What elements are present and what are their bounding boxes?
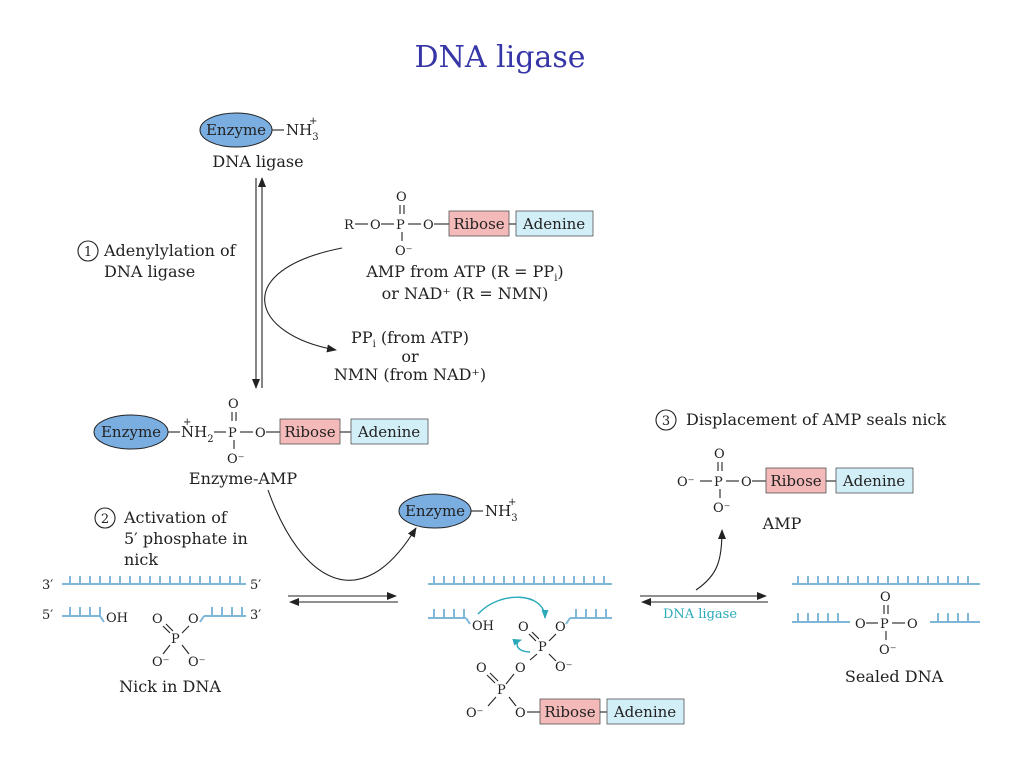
svg-text:O⁻: O⁻ [227, 452, 245, 467]
svg-text:Adenylylation of: Adenylylation of [103, 241, 237, 260]
nick-caption: Nick in DNA [119, 677, 221, 696]
svg-text:P: P [171, 632, 180, 647]
svg-text:5′: 5′ [42, 608, 53, 623]
dna-ligase-caption: DNA ligase [212, 152, 303, 171]
svg-text:O⁻: O⁻ [713, 501, 731, 516]
svg-text:Adenine: Adenine [613, 703, 676, 721]
svg-text:O: O [515, 706, 526, 721]
svg-text:O: O [255, 426, 266, 441]
svg-text:OH: OH [106, 611, 128, 626]
amp-donor: R O P O O⁻ O Ribose Adenine AMP from ATP… [344, 190, 594, 303]
svg-text:Ribose: Ribose [453, 215, 504, 233]
byproduct-label: PPi (from ATP) or NMN (from NAD⁺) [334, 328, 486, 384]
svg-text:O: O [188, 612, 199, 627]
svg-text:O: O [714, 447, 725, 462]
svg-text:P: P [228, 426, 237, 441]
svg-text:Adenine: Adenine [522, 215, 585, 233]
svg-text:P: P [396, 218, 405, 233]
svg-text:3: 3 [662, 414, 670, 429]
amp-product: O⁻ P O O⁻ O Ribose Adenine AMP [677, 447, 914, 533]
svg-text:OH: OH [472, 619, 494, 634]
svg-text:O: O [555, 620, 566, 635]
nick-dna: 3′ 5′ 5′ 3′ OH O O P O⁻ [42, 576, 261, 696]
svg-text:O: O [855, 617, 866, 632]
ribose-box [448, 210, 510, 237]
nh3-charge: + [309, 116, 317, 127]
svg-text:O: O [518, 620, 529, 635]
enzyme-amp-group: Enzyme NH2 + P O O⁻ O Ribose Adenine Enz… [93, 397, 429, 488]
svg-text:O⁻: O⁻ [188, 655, 206, 670]
svg-text:Adenine: Adenine [842, 472, 905, 490]
activation-curve-arrow [267, 489, 417, 581]
svg-text:3′: 3′ [250, 608, 261, 623]
svg-text:5′ phosphate in: 5′ phosphate in [124, 529, 248, 548]
svg-text:P: P [714, 475, 723, 490]
top-enzyme-group: Enzyme NH3 + DNA ligase [199, 112, 319, 171]
svg-text:O⁻: O⁻ [879, 643, 897, 658]
svg-text:2: 2 [101, 512, 109, 527]
svg-text:P: P [538, 640, 547, 655]
svg-text:P: P [497, 683, 506, 698]
svg-text:Ribose: Ribose [770, 472, 821, 490]
svg-text:NMN (from NAD⁺): NMN (from NAD⁺) [334, 365, 486, 384]
step3-label: 3 Displacement of AMP seals nick [655, 409, 946, 431]
enzyme-amp-caption: Enzyme-AMP [189, 469, 297, 488]
svg-text:3′: 3′ [42, 578, 53, 593]
svg-text:nick: nick [124, 550, 158, 569]
svg-text:O: O [476, 661, 487, 676]
adenylylation-curve-arrow [264, 247, 343, 353]
adenine-box [515, 210, 594, 237]
released-enzyme-group: Enzyme NH3 + [398, 493, 518, 529]
svg-text:Adenine: Adenine [357, 423, 420, 441]
page-title: DNA ligase [415, 40, 586, 75]
svg-text:+: + [508, 497, 516, 508]
svg-text:O: O [741, 475, 752, 490]
dna-ligase-arrow-label: DNA ligase [663, 607, 737, 622]
svg-text:O: O [152, 612, 163, 627]
svg-text:O⁻: O⁻ [152, 655, 170, 670]
amp-release-arrow [695, 529, 726, 591]
svg-text:O: O [370, 218, 381, 233]
svg-text:+: + [183, 417, 191, 428]
svg-text:1: 1 [84, 245, 92, 260]
sealed-dna-caption: Sealed DNA [845, 667, 944, 686]
svg-text:Ribose: Ribose [544, 703, 595, 721]
svg-text:Ribose: Ribose [284, 423, 335, 441]
svg-text:O: O [515, 661, 526, 676]
svg-text:PPi (from ATP): PPi (from ATP) [351, 328, 469, 350]
svg-text:O⁻: O⁻ [466, 706, 484, 721]
step2-label: 2 Activation of 5′ phosphate in nick [94, 507, 248, 569]
svg-text:R: R [344, 218, 355, 233]
electron-shift-arrow [512, 638, 531, 653]
svg-text:O: O [396, 190, 407, 205]
svg-text:Enzyme: Enzyme [405, 502, 465, 520]
svg-text:O⁻: O⁻ [395, 244, 413, 259]
step1-label: 1 Adenylylation of DNA ligase [77, 240, 237, 281]
svg-text:5′: 5′ [250, 578, 261, 593]
svg-text:O⁻: O⁻ [677, 475, 695, 490]
svg-text:or: or [401, 347, 419, 366]
svg-text:NH2: NH2 [181, 423, 214, 445]
svg-text:Activation of: Activation of [123, 508, 228, 527]
svg-text:P: P [880, 617, 889, 632]
svg-text:O⁻: O⁻ [555, 660, 573, 675]
amp-donor-caption-2: or NAD⁺ (R = NMN) [382, 284, 549, 303]
amp-donor-caption-1: AMP from ATP (R = PPi) [365, 262, 563, 284]
svg-text:DNA ligase: DNA ligase [104, 262, 195, 281]
activated-intermediate: OH O O P O⁻ O O P O⁻ O Ribose Aden [428, 576, 685, 725]
svg-text:Displacement of AMP seals nick: Displacement of AMP seals nick [686, 410, 946, 429]
svg-text:O: O [423, 218, 434, 233]
nucleophilic-attack-arrow [477, 596, 549, 619]
svg-text:O: O [880, 590, 891, 605]
enzyme-label: Enzyme [206, 121, 266, 139]
nh3-group: NH3 [286, 121, 319, 143]
svg-text:Enzyme: Enzyme [101, 423, 161, 441]
svg-text:NH3: NH3 [485, 502, 518, 524]
sealed-dna: O P O O O⁻ Sealed DNA [792, 576, 980, 686]
svg-text:O: O [907, 617, 918, 632]
amp-caption: AMP [762, 514, 802, 533]
svg-text:O: O [228, 397, 239, 412]
